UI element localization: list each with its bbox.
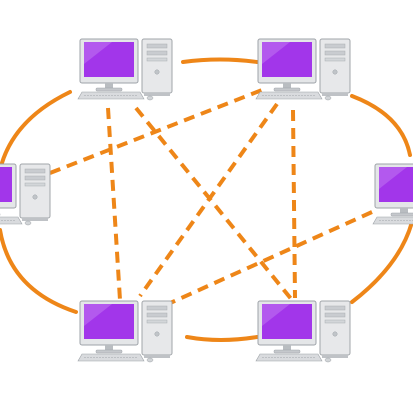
drive-bay-3 [146, 319, 168, 324]
drive-bay-3 [146, 57, 168, 62]
drive-bay-2 [146, 312, 168, 318]
monitor-screen [262, 304, 312, 339]
ring-link-bottom-right [350, 220, 413, 304]
monitor-neck [105, 83, 113, 88]
monitor-neck [283, 345, 291, 350]
monitor-screen [0, 167, 12, 202]
tower-base [144, 93, 170, 96]
drive-bay-1 [324, 43, 346, 49]
drive-bay-2 [146, 50, 168, 56]
ring-link-bottom [185, 335, 259, 342]
mesh-link-right-bottomleft [167, 210, 373, 306]
drive-bay-1 [324, 305, 346, 311]
tower-base [22, 218, 48, 221]
ring-link-top [181, 57, 259, 64]
screen-glare [262, 304, 290, 326]
mouse [146, 95, 154, 101]
monitor-base [273, 349, 301, 354]
drive-bay-2 [324, 312, 346, 318]
monitor-neck [400, 208, 408, 213]
mouse [324, 357, 332, 363]
ring-link-bottom-left [0, 228, 78, 314]
computer-left [0, 163, 54, 227]
tower-base [144, 355, 170, 358]
drive-bay-3 [324, 57, 346, 62]
screen-glare [84, 42, 112, 64]
mesh-link-topright-bottomleft [138, 102, 279, 298]
computer-right [372, 163, 413, 227]
monitor-screen [379, 167, 413, 202]
ring-link-top-right [350, 94, 412, 157]
mouse [24, 220, 32, 226]
power-button-icon [154, 69, 160, 75]
mesh-link-topright-bottomright [291, 109, 297, 299]
mesh-link-topleft-bottomleft [106, 107, 122, 301]
ring-link-top-left [0, 90, 72, 172]
drive-bay-2 [24, 175, 46, 181]
mesh-link-topleft-bottomright [134, 106, 294, 302]
monitor-base [273, 87, 301, 92]
screen-glare [379, 167, 407, 189]
drive-bay-3 [24, 182, 46, 187]
power-button-icon [32, 194, 38, 200]
power-button-icon [332, 69, 338, 75]
tower-base [322, 93, 348, 96]
monitor-screen [84, 304, 134, 339]
computer-top-right [255, 38, 354, 102]
tower-base [322, 355, 348, 358]
computer-top-left [77, 38, 176, 102]
monitor-base [390, 212, 413, 217]
monitor-base [95, 349, 123, 354]
monitor-base [95, 87, 123, 92]
power-button-icon [154, 331, 160, 337]
computer-bottom-right [255, 300, 354, 364]
monitor-screen [262, 42, 312, 77]
mouse [146, 357, 154, 363]
drive-bay-1 [24, 168, 46, 174]
drive-bay-1 [146, 43, 168, 49]
drive-bay-3 [324, 319, 346, 324]
power-button-icon [332, 331, 338, 337]
monitor-neck [105, 345, 113, 350]
drive-bay-2 [324, 50, 346, 56]
screen-glare [262, 42, 290, 64]
mesh-link-left-topright [49, 88, 263, 175]
screen-glare [84, 304, 112, 326]
computer-bottom-left [77, 300, 176, 364]
drive-bay-1 [146, 305, 168, 311]
monitor-screen [84, 42, 134, 77]
mouse [324, 95, 332, 101]
monitor-neck [283, 83, 291, 88]
